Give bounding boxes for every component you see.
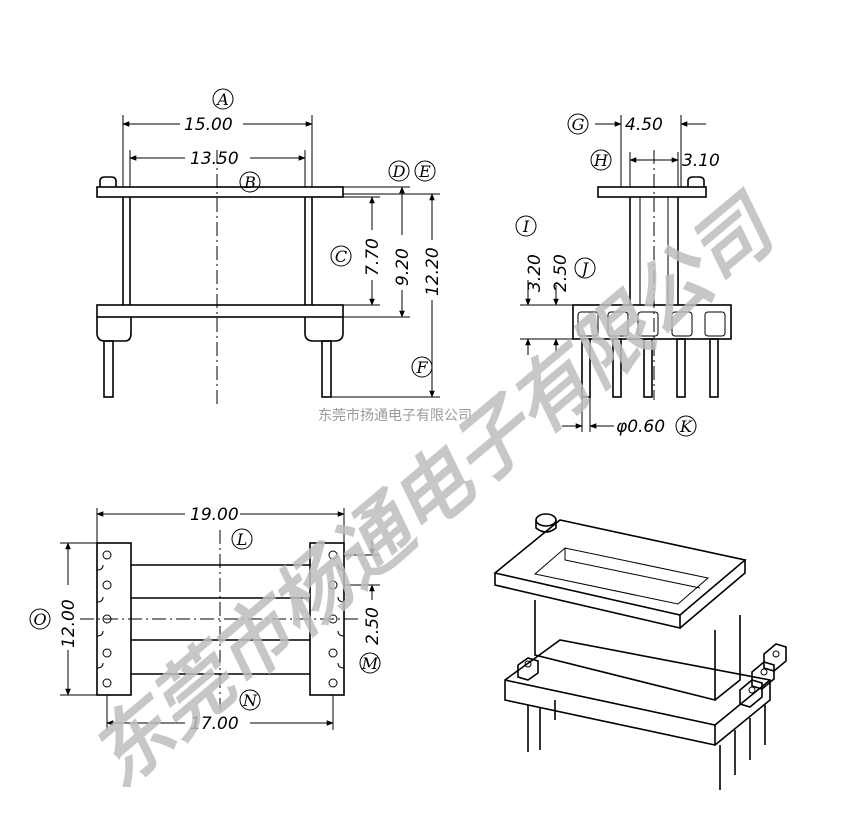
side-pin-4 — [676, 338, 686, 398]
label-circle — [590, 149, 612, 171]
side-pin-1 — [581, 338, 591, 398]
label-circle — [574, 257, 596, 279]
label-l: L — [236, 530, 248, 549]
label-circle — [567, 113, 589, 135]
top-view: 19.00 L 17.00 N 12.00 O 2.50 M — [29, 505, 383, 734]
dim-pin-pitch: 2.50 — [363, 607, 383, 645]
iso-top-flange — [493, 519, 747, 616]
label-circle — [231, 528, 253, 550]
label-circle — [411, 356, 433, 378]
dim-inner-width: 13.50 — [190, 149, 239, 169]
dim-pin-diameter: φ0.60 — [616, 417, 665, 437]
side-flange-bump — [687, 176, 705, 187]
side-pin-5 — [709, 338, 719, 398]
dim-flange-width: 4.50 — [625, 115, 663, 135]
pin-left — [103, 340, 114, 398]
dim-width: 12.00 — [59, 599, 79, 648]
label-j: J — [579, 259, 590, 278]
dim-total-height: 12.20 — [423, 247, 443, 296]
base-flange — [96, 304, 344, 318]
top-flange — [96, 186, 344, 198]
dim-flange-height: 9.20 — [393, 248, 413, 286]
dim-overall-length: 19.00 — [190, 505, 239, 525]
side-pin-3 — [643, 338, 653, 398]
watermark-small: 东莞市扬通电子有限公司 — [318, 407, 472, 424]
label-circle — [239, 689, 261, 711]
label-h: H — [593, 151, 609, 170]
pin-right — [321, 340, 332, 398]
base-block-left — [96, 317, 132, 342]
label-n: N — [242, 691, 258, 710]
flange-bump-left — [99, 176, 117, 187]
label-m: M — [361, 654, 379, 673]
label-e: E — [418, 162, 431, 181]
side-top-flange — [597, 186, 707, 198]
label-circle — [388, 160, 410, 182]
label-a: A — [215, 90, 229, 109]
label-circle — [359, 652, 381, 674]
label-circle — [414, 160, 436, 182]
dim-winding-height: 7.70 — [363, 238, 383, 276]
dim-core-width: 3.10 — [682, 151, 720, 171]
label-circle — [212, 88, 234, 110]
label-g: G — [572, 115, 585, 134]
dim-pin-step: 2.50 — [551, 254, 571, 292]
front-view: 15.00 A 13.50 B 7.70 C 9.20 12.20 D — [96, 88, 443, 408]
label-f: F — [415, 358, 428, 377]
iso-base — [504, 639, 771, 746]
base-block-right — [304, 317, 344, 342]
label-k: K — [679, 417, 693, 436]
label-circle — [675, 415, 697, 437]
side-view: 4.50 G 3.10 H 3.20 2.50 I J φ0.60 K — [515, 113, 732, 437]
dim-pin-row-length: 17.00 — [190, 714, 239, 734]
label-circle — [29, 608, 51, 630]
label-o: O — [33, 610, 46, 629]
label-d: D — [392, 162, 406, 181]
dim-overall-width: 15.00 — [184, 115, 233, 135]
label-b: B — [243, 173, 256, 192]
label-circle — [515, 215, 537, 237]
label-c: C — [335, 247, 347, 266]
label-circle — [239, 171, 261, 193]
label-circle — [330, 245, 352, 267]
isometric-view — [493, 513, 787, 790]
label-i: I — [522, 217, 530, 236]
side-pin-2 — [612, 338, 622, 398]
dim-pin-offset: 3.20 — [525, 254, 545, 292]
